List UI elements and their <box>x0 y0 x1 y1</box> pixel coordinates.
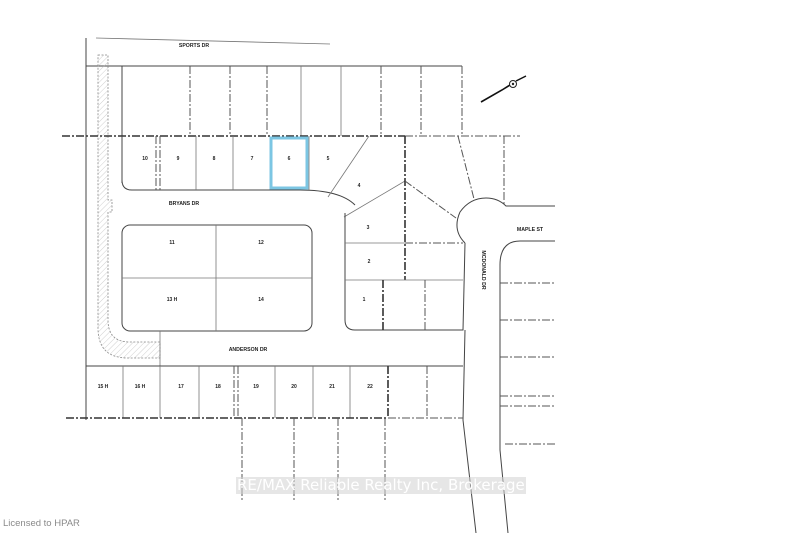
sports-dr-road: SPORTS DR <box>85 37 462 420</box>
lot-labels: 10 9 8 7 6 5 4 3 2 1 11 12 13 H 14 15 H … <box>98 156 373 390</box>
lots-east-block <box>344 135 505 331</box>
lot-11[interactable]: 11 <box>169 240 175 246</box>
lot-12[interactable]: 12 <box>258 240 264 246</box>
maple-st-road: MAPLE ST MCDONALD DR <box>456 197 555 533</box>
lot-14[interactable]: 14 <box>258 297 264 303</box>
lot-6[interactable]: 6 <box>288 156 291 162</box>
lot-19[interactable]: 19 <box>253 384 259 390</box>
lot-21[interactable]: 21 <box>329 384 335 390</box>
lot-10[interactable]: 10 <box>142 156 148 162</box>
street-label-anderson-dr: ANDERSON DR <box>229 347 268 353</box>
upper-rear-lots <box>121 66 463 183</box>
lots-south-of-anderson <box>66 331 463 500</box>
walkway-easement <box>97 54 161 359</box>
license-text: Licensed to HPAR <box>3 518 80 529</box>
street-label-bryans-dr: BRYANS DR <box>169 201 199 207</box>
brokerage-watermark: RE/MAX Reliable Realty Inc, Brokerage <box>236 476 526 494</box>
lot-4[interactable]: 4 <box>358 183 361 189</box>
lot-22[interactable]: 22 <box>367 384 373 390</box>
north-arrow-icon <box>480 75 527 103</box>
lot-8[interactable]: 8 <box>213 156 216 162</box>
street-label-maple-st: MAPLE ST <box>517 227 544 233</box>
highlighted-lot-6[interactable] <box>269 136 309 190</box>
lot-20[interactable]: 20 <box>291 384 297 390</box>
lot-5[interactable]: 5 <box>327 156 330 162</box>
lot-7[interactable]: 7 <box>251 156 254 162</box>
central-block <box>121 224 313 332</box>
lots-north-of-bryans <box>121 135 457 280</box>
street-label-sports-dr: SPORTS DR <box>179 43 210 49</box>
lot-9[interactable]: 9 <box>177 156 180 162</box>
lot-2[interactable]: 2 <box>368 259 371 265</box>
lot-13h[interactable]: 13 H <box>167 297 178 303</box>
lot-17[interactable]: 17 <box>178 384 184 390</box>
lot-16h[interactable]: 16 H <box>135 384 146 390</box>
lot-1[interactable]: 1 <box>363 297 366 303</box>
lot-15h[interactable]: 15 H <box>98 384 109 390</box>
lot-3[interactable]: 3 <box>367 225 370 231</box>
lot-18[interactable]: 18 <box>215 384 221 390</box>
street-label-mcdonald-dr: MCDONALD DR <box>480 250 486 289</box>
